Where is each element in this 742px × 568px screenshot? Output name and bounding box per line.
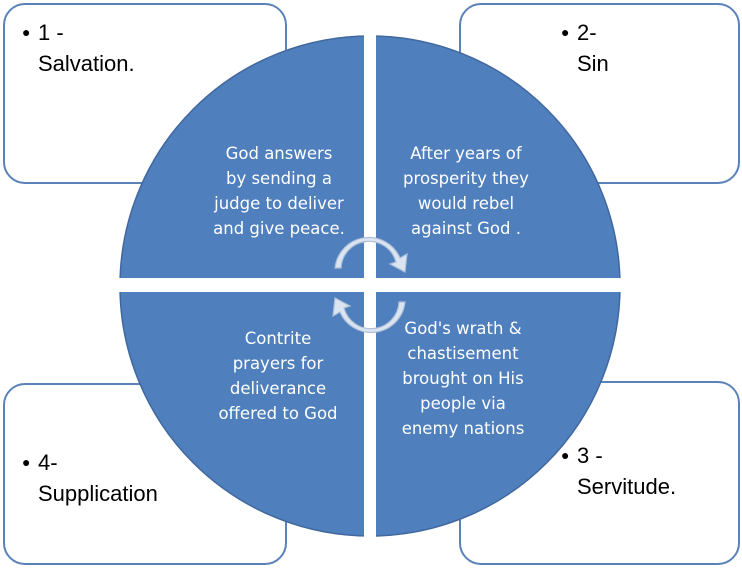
- quadrant-line: prayers for: [232, 354, 324, 373]
- horizontal-divider: [110, 278, 630, 292]
- quadrant-line: judge to deliver: [214, 194, 344, 213]
- quadrant-line: people via: [420, 394, 506, 413]
- quadrant-line: God's wrath &: [404, 319, 522, 338]
- quadrant-text-sin: After years of prosperity they would reb…: [388, 141, 544, 241]
- quadrant-line: by sending a: [225, 169, 333, 188]
- quadrant-line: against God .: [411, 219, 521, 238]
- stage-label-supplication: ● 4- Supplication: [22, 447, 158, 509]
- label-line: Salvation.: [38, 51, 135, 76]
- quadrant-line: After years of: [410, 144, 522, 163]
- circular-arrows-icon: [332, 236, 408, 334]
- quadrant-line: offered to God: [218, 404, 338, 423]
- bullet-icon: ●: [22, 24, 31, 40]
- quadrant-line: deliverance: [229, 379, 327, 398]
- stage-label-sin: ● 2- Sin: [561, 17, 609, 79]
- bullet-icon: ●: [561, 24, 570, 40]
- quadrant-line: brought on His: [402, 369, 524, 388]
- quadrant-line: chastisement: [407, 344, 519, 363]
- bullet-icon: ●: [561, 447, 570, 463]
- quadrant-line: and give peace.: [213, 219, 345, 238]
- label-line: 4-: [38, 450, 58, 475]
- label-line: 2-: [577, 20, 597, 45]
- label-line: 1 -: [38, 20, 64, 45]
- quadrant-text-supplication: Contrite prayers for deliverance offered…: [200, 326, 356, 426]
- bullet-icon: ●: [22, 454, 31, 470]
- quadrant-line: prosperity they: [403, 169, 529, 188]
- quadrant-text-salvation: God answers by sending a judge to delive…: [204, 141, 354, 241]
- quadrant-text-servitude: God's wrath & chastisement brought on Hi…: [384, 316, 542, 441]
- quadrant-line: Contrite: [244, 329, 312, 348]
- quadrant-line: God answers: [225, 144, 333, 163]
- quadrant-line: enemy nations: [401, 419, 525, 438]
- label-line: Servitude.: [577, 474, 677, 499]
- quadrant-line: would rebel: [417, 194, 515, 213]
- label-line: Supplication: [38, 481, 158, 506]
- stage-label-salvation: ● 1 - Salvation.: [22, 17, 135, 79]
- stage-label-servitude: ● 3 - Servitude.: [561, 440, 677, 502]
- label-line: Sin: [577, 51, 609, 76]
- label-line: 3 -: [577, 443, 603, 468]
